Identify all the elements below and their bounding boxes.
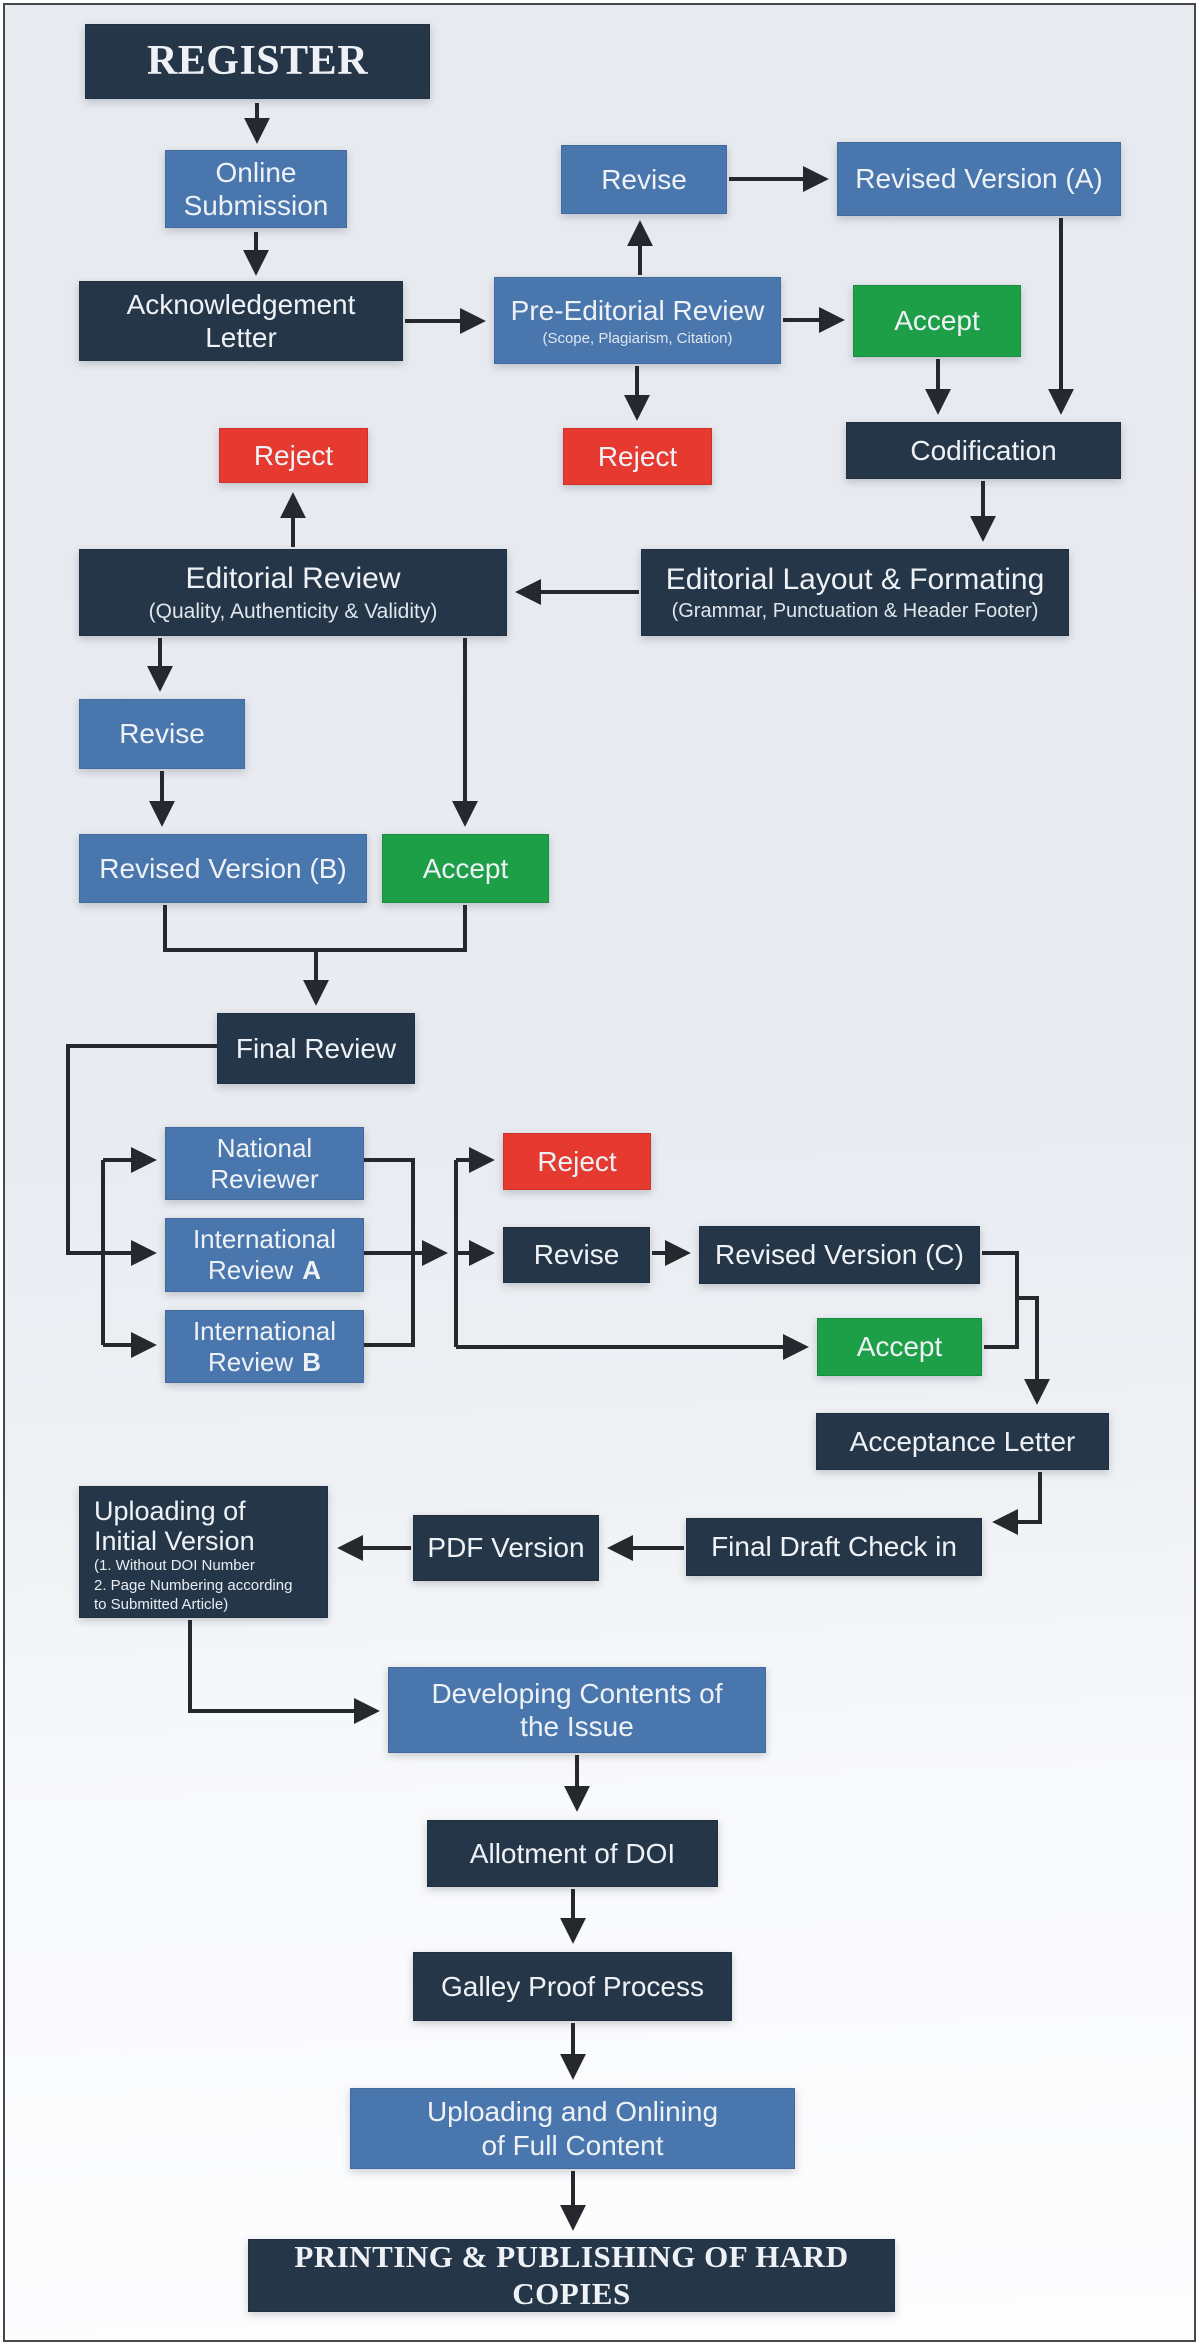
node-label-line: Revise (601, 163, 687, 195)
node-printing-publishing: PRINTING & PUBLISHING OF HARD COPIES (248, 2239, 895, 2312)
node-label-line: Editorial Layout & Formating (665, 562, 1045, 596)
node-label-line: Reject (597, 440, 678, 472)
node-label-line: Galley Proof Process (441, 1970, 704, 2002)
node-label-line: Accept (856, 1331, 943, 1363)
node-subnote-line: 2. Page Numbering according (94, 1576, 293, 1594)
node-subcaption: (Scope, Plagiarism, Citation) (542, 329, 733, 347)
node-final-review: Final Review (217, 1013, 415, 1084)
node-label-line: Revised Version (C) (715, 1239, 964, 1271)
node-label-line: Revise (119, 718, 205, 750)
node-label-line: Pre-Editorial Review (510, 294, 765, 326)
node-accept-editorial: Accept (382, 834, 549, 903)
connector-lines (66, 103, 1074, 2231)
node-revised-version-b: Revised Version (B) (79, 834, 367, 903)
node-label-line: Developing Contents of (431, 1677, 723, 1709)
node-label-line: Initial Version (94, 1526, 255, 1557)
node-label-line: of Full Content (481, 2129, 664, 2161)
node-final-draft-check-in: Final Draft Check in (686, 1518, 982, 1576)
node-subcaption: (Grammar, Punctuation & Header Footer) (671, 600, 1039, 623)
node-label-line: Review A (208, 1255, 321, 1286)
node-subnote-line: to Submitted Article) (94, 1596, 229, 1614)
node-label-line: Reject (537, 1145, 617, 1177)
node-label-line: Revised Version (B) (99, 852, 347, 884)
node-label-line: Uploading of (94, 1496, 246, 1526)
node-label-line: Reviewer (210, 1163, 319, 1194)
node-label-line: Final Draft Check in (711, 1531, 957, 1563)
node-label-line: Reject (253, 439, 334, 471)
node-label-line: Online (215, 156, 297, 188)
node-label-line: National (216, 1132, 313, 1163)
node-label-text: Review (207, 1255, 294, 1285)
node-reject-editorial: Reject (219, 428, 368, 483)
node-revise-final: Revise (503, 1227, 650, 1283)
node-revise-pre: Revise (561, 145, 727, 214)
node-subnote-line: (1. Without DOI Number (94, 1557, 255, 1575)
node-label-line: Editorial Review (185, 562, 401, 596)
node-label-line: International (192, 1315, 337, 1346)
node-editorial-layout: Editorial Layout & Formating (Grammar, Pu… (641, 549, 1069, 636)
node-label-line: Accept (422, 852, 509, 884)
node-pre-editorial-review: Pre-Editorial Review (Scope, Plagiarism, … (494, 277, 781, 364)
node-editorial-review: Editorial Review (Quality, Authenticity &… (79, 549, 507, 636)
node-label-line: International (192, 1224, 337, 1255)
node-label-line: Revised Version (A) (855, 163, 1103, 195)
node-acceptance-letter: Acceptance Letter (816, 1413, 1109, 1470)
node-label-line: Acceptance Letter (849, 1425, 1076, 1457)
node-accept-final: Accept (817, 1318, 982, 1376)
node-label-line: Accept (894, 305, 980, 337)
node-label-line: Allotment of DOI (469, 1837, 676, 1869)
node-pdf-version: PDF Version (413, 1515, 599, 1581)
node-label-line: Uploading and Onlining (426, 2096, 719, 2128)
node-revised-version-a: Revised Version (A) (837, 142, 1121, 216)
node-label-line: REGISTER (146, 37, 369, 84)
node-label-line: Submission (183, 190, 329, 221)
node-reject-pre: Reject (563, 428, 712, 485)
node-register: REGISTER (85, 24, 430, 99)
node-label-line: the Issue (520, 1711, 634, 1742)
node-revise-editorial: Revise (79, 699, 245, 769)
node-label-line: Revise (533, 1239, 620, 1271)
node-accept-pre: Accept (853, 285, 1021, 357)
node-label-bold-suffix: A (302, 1255, 322, 1285)
node-subcaption: (Quality, Authenticity & Validity) (148, 599, 438, 623)
node-label-line: PRINTING & PUBLISHING OF HARD COPIES (294, 2238, 849, 2311)
node-label-bold-suffix: B (302, 1346, 322, 1377)
node-label-line: Acknowledgement (126, 288, 356, 320)
node-label-line: Codification (910, 434, 1057, 466)
node-label-line: Letter (205, 322, 277, 353)
node-label-line: Review B (208, 1347, 321, 1378)
node-label-line: PDF Version (427, 1532, 585, 1564)
node-reject-final: Reject (503, 1133, 651, 1190)
node-codification: Codification (846, 422, 1121, 479)
node-allotment-of-doi: Allotment of DOI (427, 1820, 718, 1887)
node-label-text: Review (207, 1346, 294, 1377)
node-galley-proof-process: Galley Proof Process (413, 1952, 732, 2021)
node-revised-version-c: Revised Version (C) (699, 1226, 980, 1284)
node-label-line: Final Review (235, 1032, 397, 1064)
